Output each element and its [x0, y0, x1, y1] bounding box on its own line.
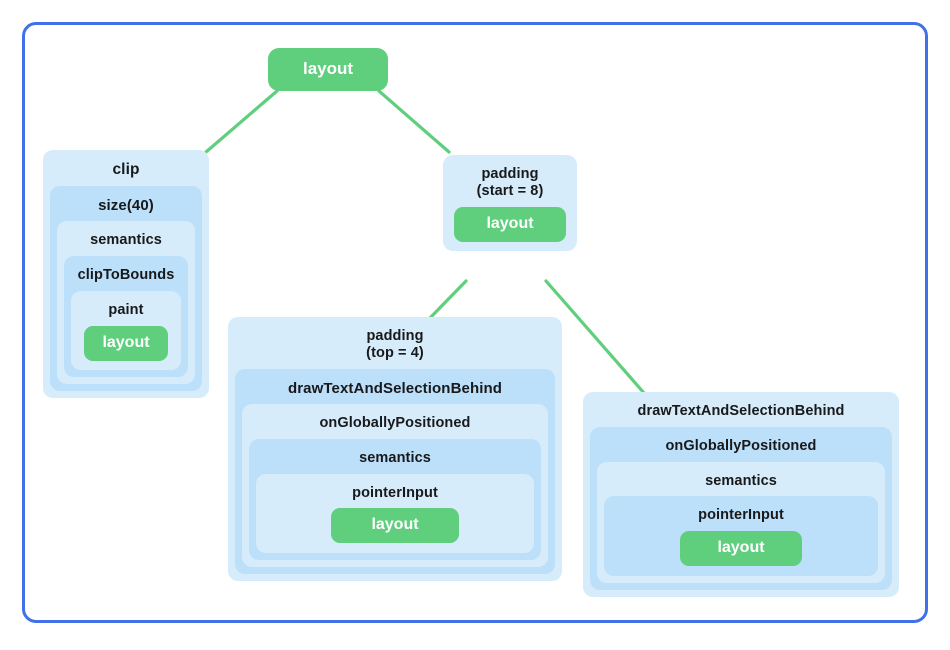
- label-padding-start: padding (start = 8): [476, 166, 544, 199]
- label-paint: paint: [108, 301, 144, 318]
- shell-semantics-right[interactable]: semantics pointerInput layout: [597, 461, 885, 584]
- shell-ongloballypositioned-right[interactable]: onGloballyPositioned semantics pointerIn…: [590, 426, 892, 591]
- label-ongloballypositioned-mid: onGloballyPositioned: [319, 415, 471, 432]
- node-draw-right[interactable]: drawTextAndSelectionBehind onGloballyPos…: [583, 392, 899, 598]
- shell-size[interactable]: size(40) semantics clipToBounds paint la…: [50, 185, 202, 391]
- label-ongloballypositioned-right: onGloballyPositioned: [665, 437, 817, 454]
- label-semantics: semantics: [90, 232, 162, 249]
- leaf-layout-root[interactable]: layout: [268, 48, 388, 91]
- leaf-layout-mid[interactable]: layout: [331, 508, 459, 544]
- label-semantics-mid: semantics: [359, 449, 431, 466]
- label-semantics-right: semantics: [705, 472, 777, 489]
- diagram-frame: [22, 22, 928, 623]
- shell-drawtext-mid[interactable]: drawTextAndSelectionBehind onGloballyPos…: [235, 368, 555, 575]
- node-padding-start[interactable]: padding (start = 8) layout: [443, 155, 577, 251]
- shell-paint[interactable]: paint layout: [71, 290, 181, 370]
- label-drawtext-mid: drawTextAndSelectionBehind: [287, 379, 502, 397]
- label-padding-top: padding (top = 4): [366, 328, 424, 361]
- shell-cliptobounds[interactable]: clipToBounds paint layout: [64, 256, 188, 377]
- shell-padding-top[interactable]: padding (top = 4) drawTextAndSelectionBe…: [228, 317, 562, 582]
- shell-padding-start[interactable]: padding (start = 8) layout: [443, 155, 577, 251]
- leaf-layout-right[interactable]: layout: [680, 531, 802, 567]
- shell-ongloballypositioned-mid[interactable]: onGloballyPositioned semantics pointerIn…: [242, 404, 548, 568]
- shell-semantics[interactable]: semantics clipToBounds paint layout: [57, 221, 195, 384]
- shell-pointerinput-right[interactable]: pointerInput layout: [604, 496, 878, 577]
- node-clip[interactable]: clip size(40) semantics clipToBounds pai…: [43, 150, 209, 398]
- node-root-layout[interactable]: layout: [268, 48, 388, 91]
- label-cliptobounds: clipToBounds: [77, 267, 175, 284]
- label-pointerinput-mid: pointerInput: [352, 484, 438, 501]
- label-drawtext-right: drawTextAndSelectionBehind: [637, 403, 845, 419]
- shell-drawtext-right[interactable]: drawTextAndSelectionBehind onGloballyPos…: [583, 392, 899, 598]
- shell-semantics-mid[interactable]: semantics pointerInput layout: [249, 438, 541, 561]
- label-size: size(40): [98, 196, 154, 214]
- label-clip: clip: [112, 161, 140, 178]
- label-pointerinput-right: pointerInput: [698, 507, 784, 524]
- leaf-layout-padding-start[interactable]: layout: [454, 206, 566, 242]
- shell-pointerinput-mid[interactable]: pointerInput layout: [256, 473, 534, 554]
- leaf-layout-clip[interactable]: layout: [84, 325, 168, 361]
- node-padding-top[interactable]: padding (top = 4) drawTextAndSelectionBe…: [228, 317, 562, 582]
- shell-clip[interactable]: clip size(40) semantics clipToBounds pai…: [43, 150, 209, 398]
